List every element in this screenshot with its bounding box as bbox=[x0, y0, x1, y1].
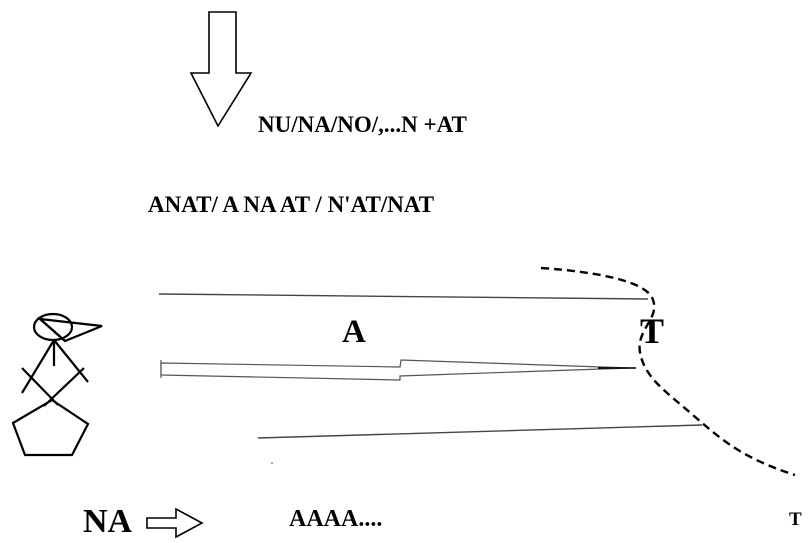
lower-line bbox=[257, 424, 703, 439]
stick-figure-icon bbox=[11, 312, 103, 457]
formula-top: NU/NA/NO/,...N +AT bbox=[258, 112, 467, 137]
corner-label-t: T bbox=[789, 509, 802, 530]
formula-mid: ANAT/ A NA AT / N'AT/NAT bbox=[148, 192, 435, 217]
right-arrow-icon bbox=[146, 507, 204, 539]
arrow-label-a: A bbox=[342, 314, 366, 350]
boundary-label-t: T bbox=[640, 311, 665, 351]
stray-dot bbox=[271, 462, 273, 464]
bottom-right-label: AAAA.... bbox=[289, 506, 383, 532]
dashed-boundary-curve bbox=[540, 266, 796, 477]
bottom-left-label: NA bbox=[83, 503, 133, 540]
down-arrow-icon bbox=[189, 11, 253, 128]
long-arrow bbox=[160, 359, 631, 381]
upper-line bbox=[158, 293, 649, 300]
